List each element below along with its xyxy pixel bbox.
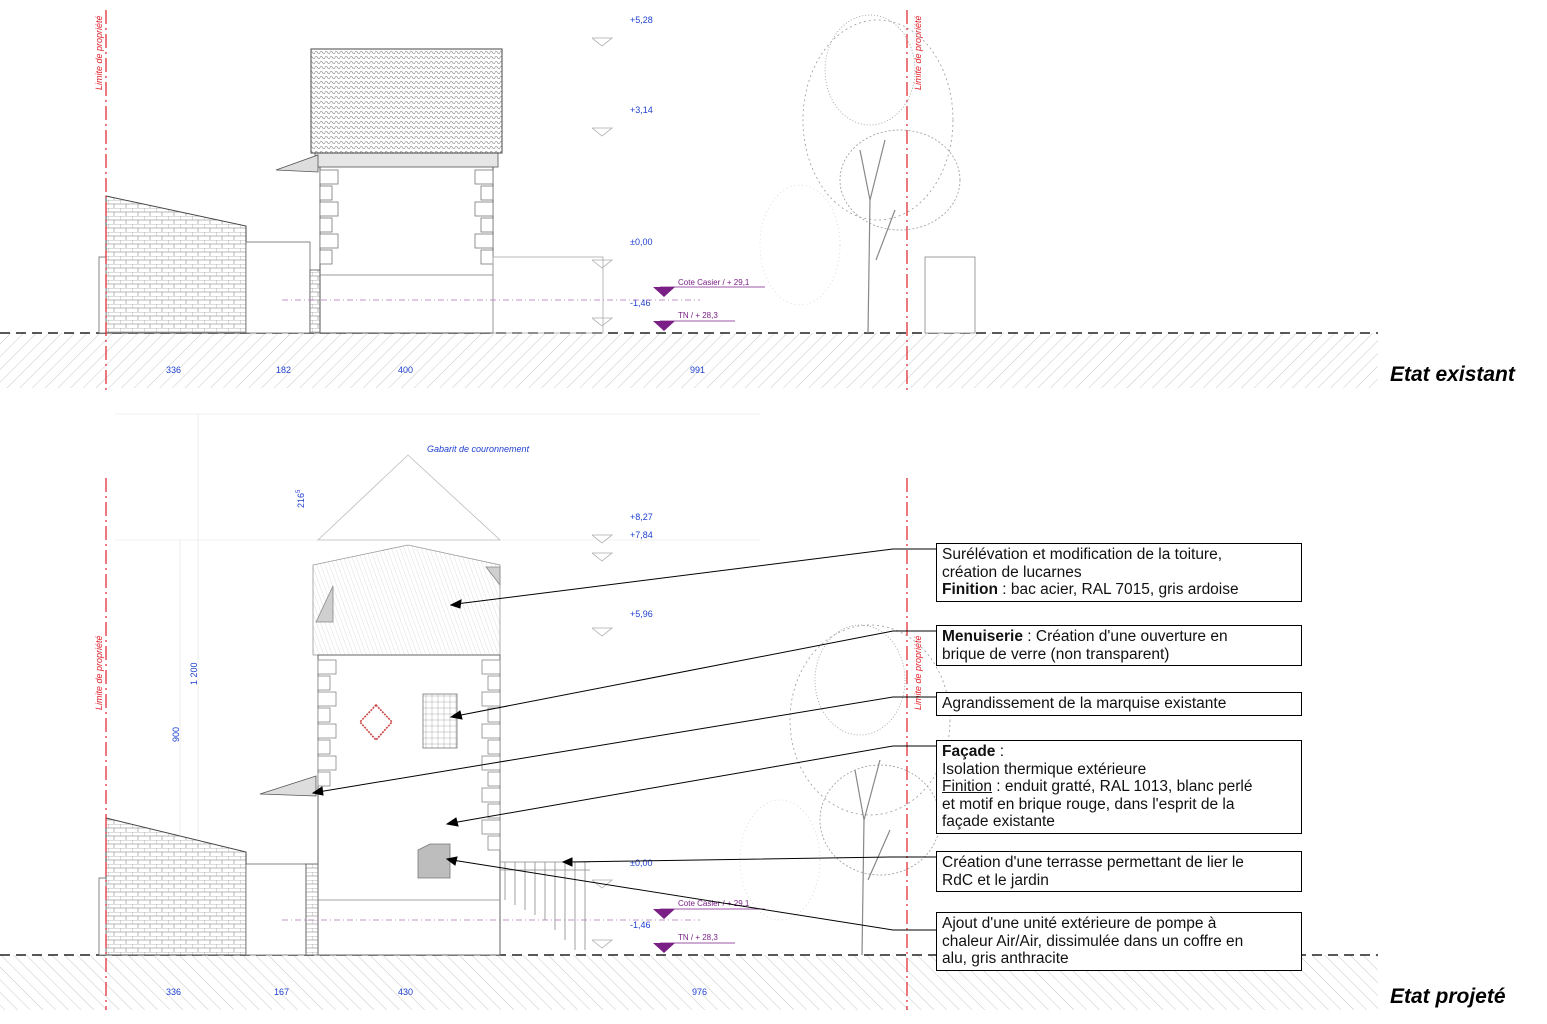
- eave-band: [314, 152, 499, 168]
- level-ticks-projected: [591, 534, 614, 949]
- dormer-left: [315, 585, 334, 623]
- marker-tn-existing: [653, 321, 675, 331]
- callout-facade-line-4: et motif en brique rouge, dans l'esprit …: [942, 795, 1235, 813]
- glass-brick-opening: [422, 693, 458, 749]
- house-quoins-right: [474, 169, 494, 265]
- level-projected-5: -1,46: [630, 920, 651, 930]
- house-quoins-right-projected: [481, 659, 501, 851]
- level-projected-4: ±0,00: [630, 858, 652, 868]
- projected-elevation: Gabarit de couronnement: [0, 413, 1378, 1010]
- property-limit-label-right-projected: Limite de propriété: [913, 635, 923, 710]
- envelope-outline: [316, 454, 502, 541]
- callout-facade-line-1: Façade :: [942, 743, 1005, 760]
- dim-existing-3: 400: [398, 365, 413, 375]
- property-limit-label-left-projected: Limite de propriété: [94, 635, 104, 710]
- canopy-projected: [259, 775, 317, 797]
- neighbour-wall: [98, 256, 107, 334]
- dim-projected-4: 976: [692, 987, 707, 997]
- house-quoins-left: [319, 169, 339, 265]
- dim-existing-4: 991: [690, 365, 705, 375]
- envelope-label: Gabarit de couronnement: [427, 444, 530, 454]
- level-projected-2: +7,84: [630, 530, 653, 540]
- brick-motif: [358, 703, 394, 742]
- callout-heatpump-line-1: Ajout d'une unité extérieure de pompe à: [942, 915, 1217, 932]
- callout-facade-line-2: Isolation thermique extérieure: [942, 760, 1147, 778]
- leader-lines: [311, 548, 936, 931]
- dim-projected-3: 430: [398, 987, 413, 997]
- callout-heatpump-line-2: chaleur Air/Air, dissimulée dans un coff…: [942, 932, 1244, 950]
- dim-projected-2: 167: [274, 987, 289, 997]
- ridge-dim: 2165: [296, 489, 306, 508]
- neighbour-building-projected: [105, 817, 247, 956]
- level-projected-1: +8,27: [630, 512, 653, 522]
- marker-casier-label-projected: Cote Casier / + 29,1: [678, 899, 750, 908]
- callout-roof: Surélévation et modification de la toitu…: [936, 543, 1302, 602]
- callout-terrace-line-2: RdC et le jardin: [942, 871, 1049, 889]
- callout-terrace-line-1: Création d'une terrasse permettant de li…: [942, 854, 1244, 871]
- neighbour-building: [105, 195, 247, 334]
- callout-terrace: Création d'une terrasse permettant de li…: [936, 851, 1302, 892]
- callout-roof-line-3: Finition : bac acier, RAL 7015, gris ard…: [942, 581, 1239, 598]
- dim-existing-1: 336: [166, 365, 181, 375]
- callout-facade-line-3: Finition : enduit gratté, RAL 1013, blan…: [942, 778, 1253, 795]
- callout-joinery-line-2: brique de verre (non transparent): [942, 645, 1170, 663]
- garden-wall: [245, 241, 311, 334]
- house-body-projected: [317, 654, 501, 956]
- property-limit-label-left-existing: Limite de propriété: [94, 15, 104, 90]
- callout-canopy: Agrandissement de la marquise existante: [936, 692, 1302, 716]
- callout-facade: Façade : Isolation thermique extérieure …: [936, 740, 1302, 834]
- heatpump-box: [417, 843, 451, 879]
- marker-tn-label-existing: TN / + 28,3: [678, 311, 718, 320]
- house-quoins-left-projected: [317, 659, 337, 787]
- level-existing-4: -1,46: [630, 298, 651, 308]
- level-existing-3: ±0,00: [630, 237, 652, 247]
- callout-joinery: Menuiserie : Création d'une ouverture en…: [936, 625, 1302, 666]
- wall-brick-strip: [309, 269, 321, 334]
- existing-elevation: +5,28 +3,14 ±0,00 -1,46 Cote Casier / + …: [0, 10, 1378, 390]
- marker-casier-existing: [653, 287, 675, 297]
- callout-joinery-line-1: Menuiserie : Création d'une ouverture en: [942, 628, 1228, 645]
- vertical-dim-1200: 1 200: [189, 662, 199, 685]
- tiled-roof: [310, 48, 503, 154]
- ground-hatch: [0, 333, 1378, 388]
- callout-heatpump: Ajout d'une unité extérieure de pompe à …: [936, 912, 1302, 971]
- marker-tn-label-projected: TN / + 28,3: [678, 933, 718, 942]
- vertical-dim-900: 900: [171, 727, 181, 742]
- callout-roof-line-1: Surélévation et modification de la toitu…: [942, 546, 1223, 563]
- callout-roof-line-2: création de lucarnes: [942, 563, 1082, 581]
- marker-tn-projected: [653, 943, 675, 953]
- house-body: [319, 164, 494, 334]
- property-limit-label-right-existing: Limite de propriété: [913, 15, 923, 90]
- level-ticks-existing: [591, 37, 614, 327]
- level-existing-2: +3,14: [630, 105, 653, 115]
- callout-facade-line-5: façade existante: [942, 813, 1055, 830]
- dormer-right: [485, 566, 501, 587]
- level-existing-1: +5,28: [630, 15, 653, 25]
- callout-canopy-line-1: Agrandissement de la marquise existante: [942, 695, 1227, 712]
- callout-heatpump-line-3: alu, gris anthracite: [942, 950, 1069, 967]
- dim-projected-1: 336: [166, 987, 181, 997]
- new-roof: [312, 544, 501, 656]
- level-projected-3: +5,96: [630, 609, 653, 619]
- canopy: [275, 154, 319, 173]
- dim-existing-2: 182: [276, 365, 291, 375]
- marker-casier-label-existing: Cote Casier / + 29,1: [678, 278, 750, 287]
- marker-casier-projected: [653, 909, 675, 919]
- tree-existing: [759, 14, 961, 334]
- title-existing: Etat existant: [1390, 363, 1515, 386]
- title-projected: Etat projeté: [1390, 985, 1506, 1008]
